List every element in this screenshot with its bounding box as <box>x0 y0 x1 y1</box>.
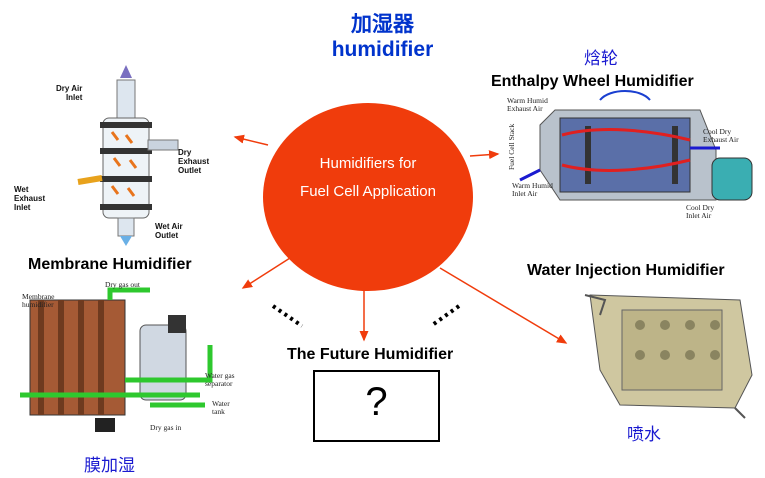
dots-left <box>271 304 304 328</box>
water-injection-title: Water Injection Humidifier <box>527 262 725 279</box>
hub-circle <box>263 103 473 291</box>
arrow-to-membrane <box>241 257 291 289</box>
water-injection-illustration <box>584 294 753 419</box>
future-title: The Future Humidifier <box>287 346 454 363</box>
label-fuel-cell-stack: Fuel Cell Stack <box>507 123 516 170</box>
arrow-to-water-injection <box>439 267 568 344</box>
water-injection-cn-label: 喷水 <box>627 425 661 444</box>
question-mark: ? <box>365 380 388 424</box>
arrow-to-enthalpy <box>469 150 500 160</box>
label-dry-gas-in: Dry gas in <box>150 423 182 432</box>
arrow-to-topleft <box>233 134 269 146</box>
dots-right <box>429 304 461 328</box>
enthalpy-cn-label: 焓轮 <box>584 49 618 68</box>
hub-text: Humidifiers for Fuel Cell Application <box>263 150 473 206</box>
hub-line1: Humidifiers for <box>319 155 417 172</box>
membrane-title: Membrane Humidifier <box>28 256 192 273</box>
enthalpy-wheel-illustration <box>519 90 753 201</box>
cylinder-humidifier-illustration <box>77 65 179 246</box>
hub-line2: Fuel Cell Application <box>300 183 436 200</box>
membrane-cn-label: 膜加湿 <box>84 456 135 475</box>
enthalpy-title: Enthalpy Wheel Humidifier <box>491 73 694 90</box>
membrane-humidifier-illustration <box>20 287 213 432</box>
title-chinese: 加湿器 <box>351 13 414 36</box>
future-box <box>313 370 440 442</box>
title-english: humidifier <box>331 38 434 61</box>
label-dry-gas-out: Dry gas out <box>105 280 140 289</box>
